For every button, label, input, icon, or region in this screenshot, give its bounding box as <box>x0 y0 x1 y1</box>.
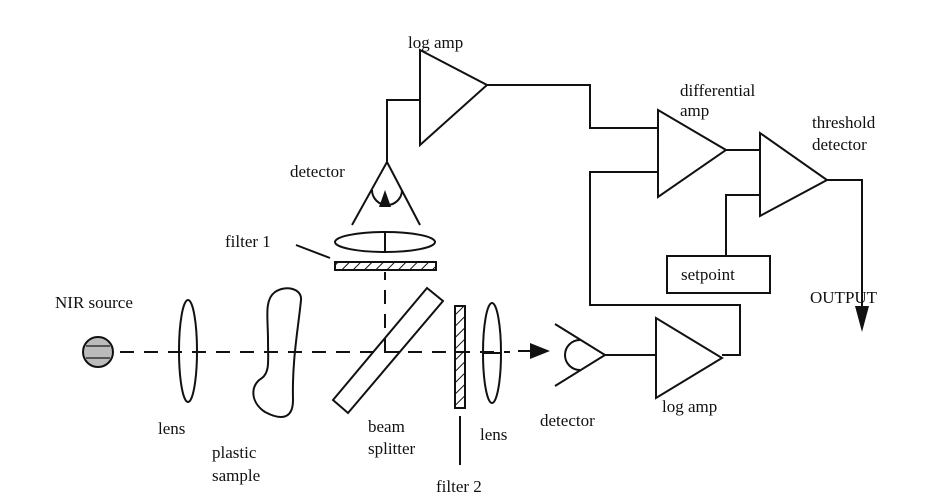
log-amp-top-icon <box>419 48 489 148</box>
arrow-down-icon <box>855 306 869 332</box>
log-amp-bottom-label: log amp <box>662 397 717 416</box>
threshold-label-line1: threshold <box>812 113 876 132</box>
setpoint-box <box>666 255 771 294</box>
lens-left-label: lens <box>158 419 185 438</box>
log-amp-top-label: log amp <box>408 33 463 52</box>
threshold-label-line2: detector <box>812 135 867 154</box>
filter-2-label: filter 2 <box>436 477 482 496</box>
plastic-label-line1: plastic <box>212 443 257 462</box>
plastic-sample-icon <box>252 287 302 418</box>
output-label: OUTPUT <box>810 288 878 307</box>
setpoint-label: setpoint <box>681 265 735 284</box>
differential-label-line2: amp <box>680 101 709 120</box>
differential-amp-icon <box>657 108 728 199</box>
filter-1-icon <box>334 261 437 271</box>
filter-2-icon <box>454 305 466 409</box>
arrow-up-icon <box>379 190 391 207</box>
detector-bottom-icon <box>554 323 607 387</box>
threshold-detector-icon <box>759 131 829 218</box>
detector-bottom-label: detector <box>540 411 595 430</box>
nir-source-label: NIR source <box>55 293 133 312</box>
filter-1-leader <box>295 244 331 259</box>
wire-bottom-to-diff <box>589 171 741 356</box>
lens-right-label: lens <box>480 425 507 444</box>
detector-top-label: detector <box>290 162 345 181</box>
beam-label-line2: splitter <box>368 439 416 458</box>
nir-source-icon <box>82 336 114 368</box>
log-amp-bottom-icon <box>655 316 724 400</box>
beam-splitter-icon <box>331 286 445 415</box>
wire-top-to-diff <box>487 84 658 129</box>
arrow-right-icon <box>530 343 550 359</box>
filter-1-label: filter 1 <box>225 232 271 251</box>
differential-label-line1: differential <box>680 81 755 100</box>
beam-label-line1: beam <box>368 417 405 436</box>
plastic-label-line2: sample <box>212 466 260 485</box>
lens-left-icon <box>178 299 198 403</box>
